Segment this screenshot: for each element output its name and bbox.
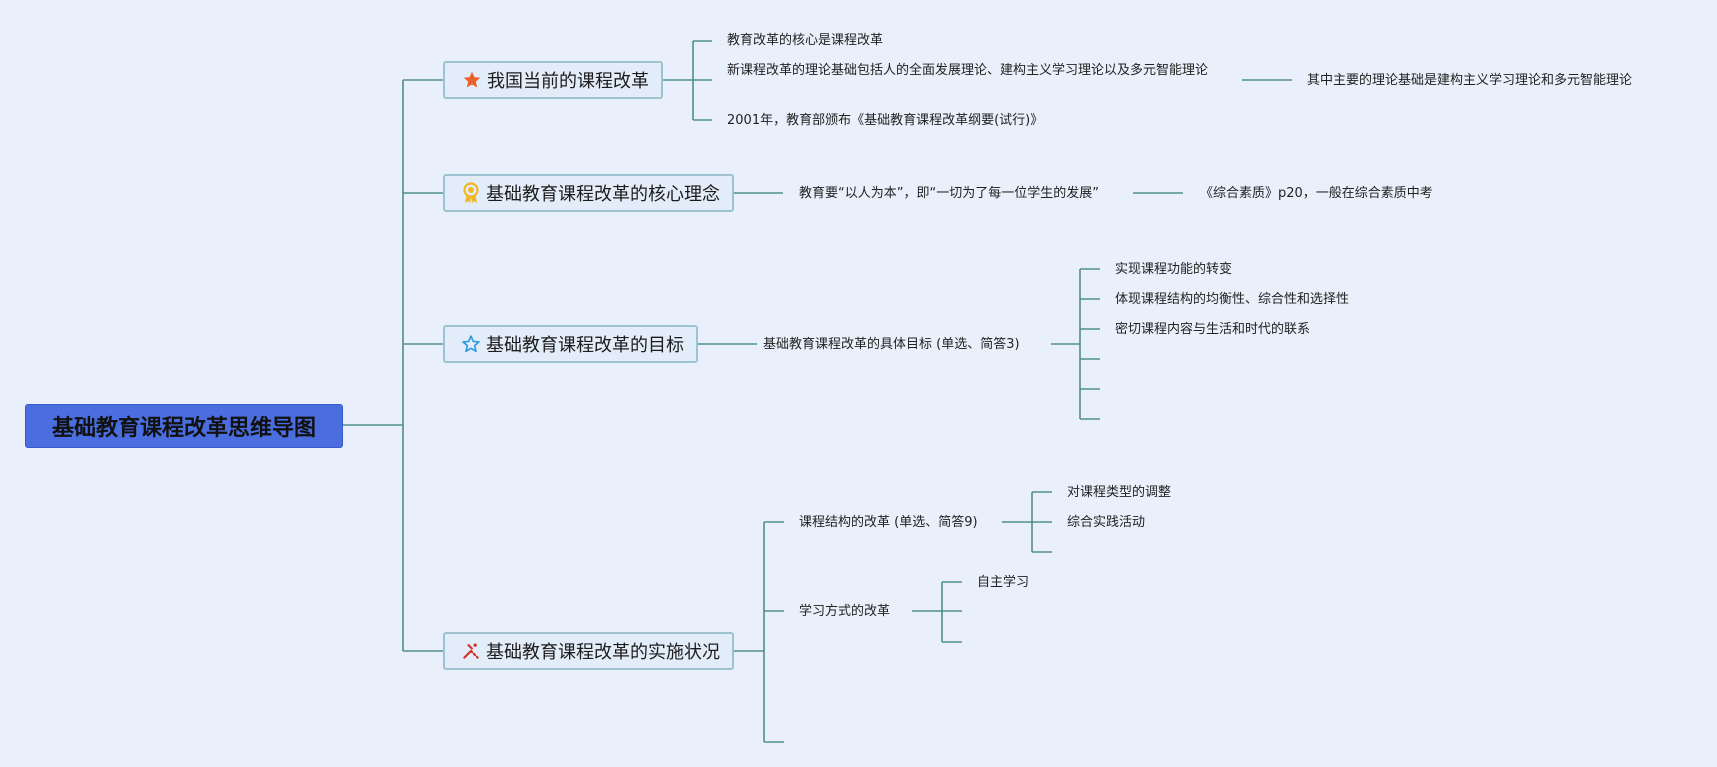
branch-core-concept-label: 基础教育课程改革的核心理念	[486, 184, 720, 205]
goal-item-2[interactable]: 体现课程结构的均衡性、综合性和选择性	[1115, 292, 1350, 307]
root-label: 基础教育课程改革思维导图	[51, 416, 316, 441]
current-reform-note[interactable]: 其中主要的理论基础是建构主义学习理论和多元智能理论	[1307, 73, 1633, 88]
core-concept-note[interactable]: 《综合素质》p20，一般在综合素质中考	[1200, 186, 1433, 201]
structure-item-2[interactable]: 综合实践活动	[1067, 515, 1146, 530]
goal-item-1[interactable]: 实现课程功能的转变	[1115, 262, 1233, 277]
core-concept-item[interactable]: 教育要“以人为本”，即“一切为了每一位学生的发展”	[799, 186, 1099, 201]
star-icon	[461, 69, 482, 91]
branch-implementation[interactable]: 基础教育课程改革的实施状况	[443, 632, 734, 670]
learning-reform[interactable]: 学习方式的改革	[799, 604, 891, 619]
structure-reform[interactable]: 课程结构的改革 (单选、简答9)	[799, 515, 978, 530]
branch-core-concept[interactable]: 基础教育课程改革的核心理念	[443, 174, 734, 212]
root-node[interactable]: 基础教育课程改革思维导图	[25, 404, 343, 448]
branch-current-reform[interactable]: 我国当前的课程改革	[443, 61, 663, 99]
star-outline-icon	[461, 333, 481, 355]
tools-icon	[461, 640, 481, 662]
branch-implementation-label: 基础教育课程改革的实施状况	[486, 642, 720, 663]
branch-current-reform-label: 我国当前的课程改革	[487, 71, 649, 92]
current-reform-item-1[interactable]: 教育改革的核心是课程改革	[727, 33, 884, 48]
structure-item-1[interactable]: 对课程类型的调整	[1067, 485, 1172, 500]
branch-goals[interactable]: 基础教育课程改革的目标	[443, 325, 698, 363]
current-reform-item-3[interactable]: 2001年，教育部颁布《基础教育课程改革纲要(试行)》	[727, 113, 1044, 128]
goal-item-3[interactable]: 密切课程内容与生活和时代的联系	[1115, 322, 1311, 337]
current-reform-item-2[interactable]: 新课程改革的理论基础包括人的全面发展理论、建构主义学习理论以及多元智能理论	[727, 63, 1209, 78]
learning-item-1[interactable]: 自主学习	[977, 575, 1030, 590]
branch-goals-label: 基础教育课程改革的目标	[486, 335, 684, 356]
specific-goals[interactable]: 基础教育课程改革的具体目标 (单选、简答3)	[763, 337, 1020, 352]
medal-icon	[461, 182, 481, 204]
